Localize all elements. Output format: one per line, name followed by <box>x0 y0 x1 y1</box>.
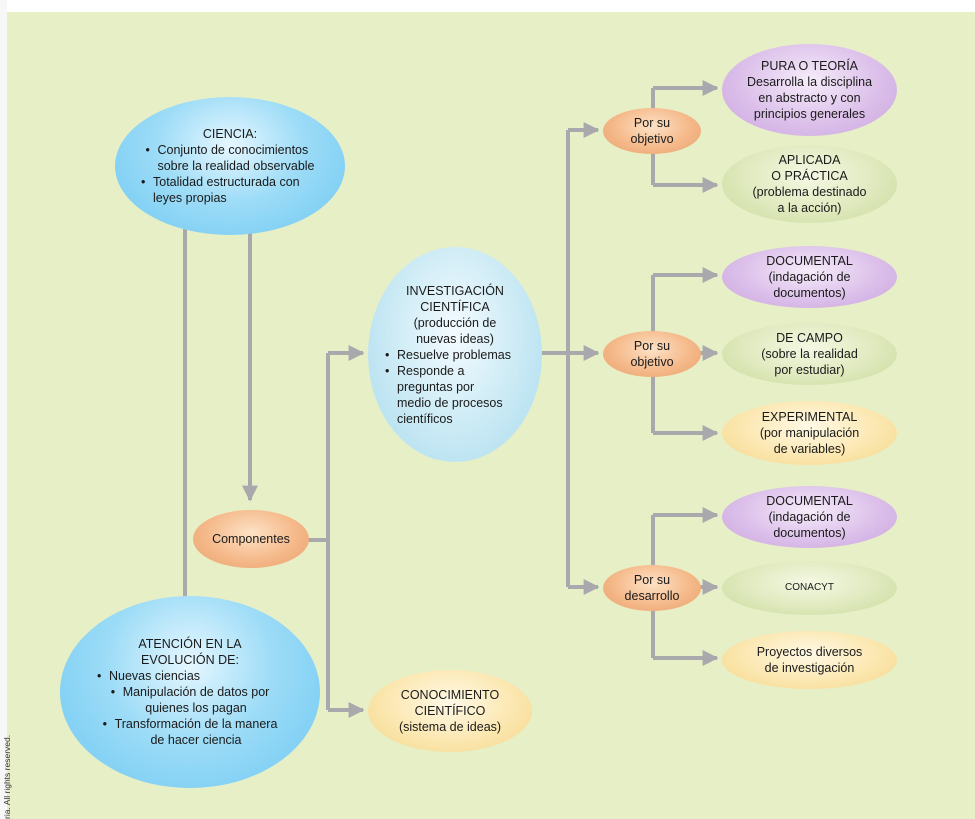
ciencia-b1-l2: sobre la realidad observable <box>157 159 315 173</box>
node-proyectos: Proyectos diversos de investigación <box>722 631 897 689</box>
conocimiento-l2: CIENTÍFICO <box>414 704 486 718</box>
investigacion-bullet-1: •Resuelve problemas <box>385 347 511 362</box>
node-de-campo: DE CAMPO (sobre la realidad por estudiar… <box>722 323 897 385</box>
investigacion-b1: Resuelve problemas <box>397 347 511 362</box>
experimental-l3: de variables) <box>773 442 846 456</box>
atencion-b3-l1: Transformación de la manera <box>114 717 278 731</box>
node-criterio-desarrollo: Por su desarrollo <box>603 565 701 611</box>
criterio1-l2: objetivo <box>630 132 674 146</box>
proyectos-l1: Proyectos diversos <box>756 645 863 659</box>
experimental-l2: (por manipulación <box>759 426 860 440</box>
documental1-l2: (indagación de <box>768 270 851 284</box>
documental2-l2: (indagación de <box>768 510 851 524</box>
node-criterio-objetivo-2: Por su objetivo <box>603 331 701 377</box>
decampo-l2: (sobre la realidad <box>761 347 858 361</box>
aplicada-l4: a la acción) <box>777 201 842 215</box>
atencion-title-1: ATENCIÓN EN LA <box>138 637 242 651</box>
criterio1-l1: Por su <box>633 116 671 130</box>
node-componentes: Componentes <box>193 510 309 568</box>
conacyt-label: CONACYT <box>785 582 834 593</box>
node-pura: PURA O TEORÍA Desarrolla la disciplina e… <box>722 44 897 136</box>
ciencia-b2-l1: Totalidad estructurada con <box>153 175 300 189</box>
atencion-b3-l2: de hacer ciencia <box>150 733 242 747</box>
documental2-l3: documentos) <box>773 526 846 540</box>
left-margin <box>0 0 7 819</box>
investigacion-b2-l2: preguntas por <box>397 379 475 394</box>
atencion-b2-l1: Manipulación de datos por <box>122 685 270 699</box>
node-aplicada: APLICADA O PRÁCTICA (problema destinado … <box>722 145 897 223</box>
atencion-title-2: EVOLUCIÓN DE: <box>141 653 239 667</box>
documental2-l1: DOCUMENTAL <box>766 494 853 508</box>
aplicada-l1: APLICADA <box>778 153 841 167</box>
investigacion-l3: (producción de <box>413 315 497 330</box>
investigacion-l2: CIENTÍFICA <box>420 299 490 314</box>
node-atencion: ATENCIÓN EN LA EVOLUCIÓN DE: •Nuevas cie… <box>60 596 320 788</box>
investigacion-b2-l3: medio de procesos <box>397 395 503 410</box>
node-criterio-objetivo-1: Por su objetivo <box>603 108 701 154</box>
criterio3-l2: desarrollo <box>624 589 680 603</box>
investigacion-l1: INVESTIGACIÓN <box>406 283 504 298</box>
node-experimental: EXPERIMENTAL (por manipulación de variab… <box>722 401 897 465</box>
criterio2-l2: objetivo <box>630 355 674 369</box>
documental1-l1: DOCUMENTAL <box>766 254 853 268</box>
conocimiento-l1: CONOCIMIENTO <box>400 688 500 702</box>
decampo-l3: por estudiar) <box>774 363 845 377</box>
proyectos-l2: de investigación <box>764 661 855 675</box>
node-investigacion: INVESTIGACIÓN CIENTÍFICA (producción de … <box>368 247 542 462</box>
decampo-l1: DE CAMPO <box>776 331 843 345</box>
pura-l3: en abstracto y con <box>758 91 861 105</box>
atencion-b1: Nuevas ciencias <box>109 669 201 683</box>
investigacion-b2-l4: científicos <box>397 411 453 426</box>
pura-l1: PURA O TEORÍA <box>760 59 858 73</box>
aplicada-l3: (problema destinado <box>752 185 867 199</box>
node-conacyt: CONACYT <box>722 561 897 615</box>
ciencia-title: CIENCIA: <box>202 127 258 141</box>
atencion-b2-l2: quienes los pagan <box>145 701 247 715</box>
atencion-bullet-1: •Nuevas ciencias <box>97 669 201 683</box>
investigacion-l4: nuevas ideas) <box>416 331 494 346</box>
link-componentes-trunk <box>308 353 330 710</box>
node-conocimiento: CONOCIMIENTO CIENTÍFICO (sistema de idea… <box>368 670 532 752</box>
pura-l4: principios generales <box>753 107 866 121</box>
aplicada-l2: O PRÁCTICA <box>771 169 848 183</box>
link-investigacion-trunk <box>540 130 570 587</box>
criterio3-l1: Por su <box>633 573 671 587</box>
experimental-l1: EXPERIMENTAL <box>761 410 858 424</box>
ciencia-b2-l2: leyes propias <box>153 191 227 205</box>
componentes-label: Componentes <box>212 532 290 546</box>
conocimiento-l3: (sistema de ideas) <box>398 720 502 734</box>
copyright-notice: ria. All rights reserved. <box>2 735 12 819</box>
node-documental-1: DOCUMENTAL (indagación de documentos) <box>722 246 897 308</box>
investigacion-b2-l1: Responde a <box>397 363 465 378</box>
node-documental-2: DOCUMENTAL (indagación de documentos) <box>722 486 897 548</box>
documental1-l3: documentos) <box>773 286 846 300</box>
criterio2-l1: Por su <box>633 339 671 353</box>
ciencia-b1-l1: Conjunto de conocimientos <box>157 143 309 157</box>
pura-l2: Desarrolla la disciplina <box>746 75 873 89</box>
